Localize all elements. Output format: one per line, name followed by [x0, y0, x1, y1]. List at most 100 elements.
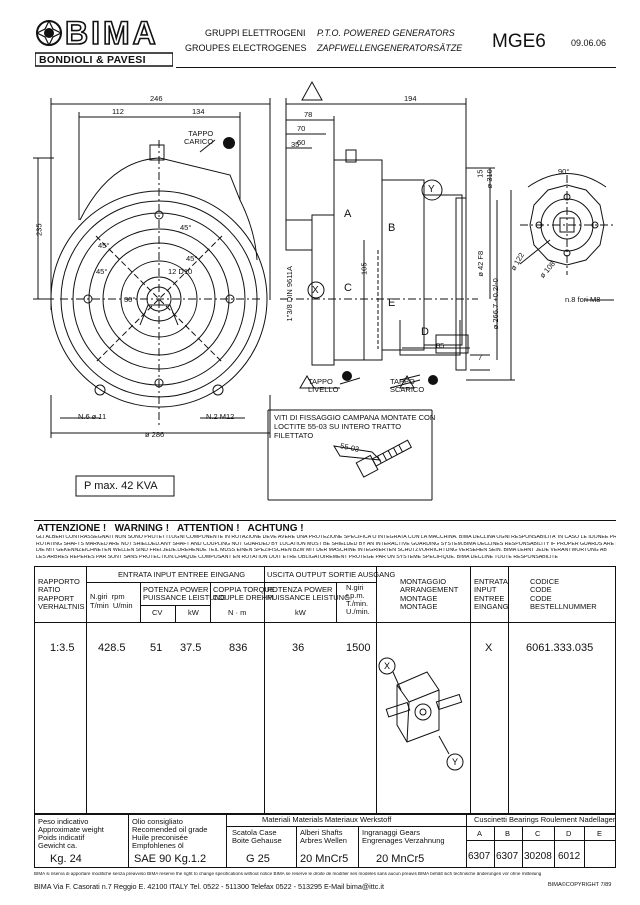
- label-d: D: [421, 326, 429, 338]
- warning-line-en: ROTATING SHAFTS MARKED ARE NOT SHIELDED.…: [36, 541, 616, 547]
- bearing-d: 6012: [558, 851, 581, 862]
- col-rule: [128, 814, 129, 868]
- dim-70: 70: [297, 124, 306, 133]
- hdr-kw: kW: [188, 608, 199, 617]
- case-value: G 25: [246, 853, 270, 865]
- sketch-y: Y: [452, 757, 458, 767]
- label-y: Y: [428, 184, 435, 195]
- hdr-uscita-group: USCITA OUTPUT SORTIE AUSGANG: [267, 570, 396, 579]
- cell-cv: 51: [150, 642, 163, 654]
- dim-n6: N.6 ø 11: [78, 412, 107, 421]
- bearing-c: 30208: [524, 851, 552, 862]
- oil-value: SAE 90 Kg.1.2: [134, 853, 207, 865]
- bearing-a: 6307: [468, 851, 491, 862]
- label-e: E: [388, 297, 396, 309]
- bearing-head-d: D: [566, 829, 572, 838]
- col-rule: [508, 566, 509, 814]
- arrangement-sketch: X Y: [378, 657, 464, 771]
- spec-table: [34, 566, 616, 814]
- thread-spec: 1"3/8 DIN 9611A: [284, 266, 294, 322]
- side-view: [280, 149, 478, 385]
- materials-header: Materiali Materials Materiaux Werkstoff: [262, 815, 392, 824]
- company-address: BIMA Via F. Casorati n.7 Reggio E. 42100…: [34, 882, 384, 891]
- oil-label: Olio consigliato Recomended oil grade Hu…: [132, 817, 208, 851]
- hdr-kw-out: kW: [295, 608, 306, 617]
- label-b: B: [388, 222, 396, 234]
- shafts-value: 20 MnCr5: [300, 853, 349, 865]
- hdr-rpm-out: N.giri r.p.m. T./min. U./min.: [346, 583, 370, 616]
- model-code: MGE6: [492, 31, 546, 52]
- sub-rule: [86, 582, 264, 583]
- hdr-montaggio: MONTAGGIO ARRANGEMENT MONTAGE MONTAGE: [400, 577, 459, 611]
- col-rule: [336, 582, 337, 622]
- dim-134: 134: [192, 107, 205, 116]
- shafts-label: Alberi Shafts Arbres Wellen: [300, 828, 347, 846]
- col-rule: [358, 826, 359, 868]
- cell-input: X: [485, 642, 493, 654]
- col-rule: [584, 826, 585, 868]
- drawing-date: 09.06.06: [571, 38, 607, 48]
- cell-rpm-out: 1500: [346, 642, 371, 654]
- flange-view: [519, 173, 615, 301]
- case-label: Scatola Case Boite Gehause: [232, 828, 282, 846]
- label-tappo-scarico: TAPPO SCARICO: [390, 377, 425, 394]
- spec-header-rule: [34, 622, 616, 623]
- col-rule: [554, 826, 555, 868]
- col-rule: [296, 826, 297, 868]
- col-rule: [140, 582, 141, 622]
- col-rule: [175, 605, 176, 622]
- dim-35: 35: [291, 140, 300, 149]
- label-tappo-livello: TAPPO LIVELLO: [308, 377, 339, 394]
- hdr-power-out: POTENZA POWER PUISSANCE LEISTUNG: [267, 585, 350, 603]
- front-view: [50, 140, 268, 425]
- bearing-head-b: B: [505, 829, 511, 838]
- cell-ratio: 1:3.5: [50, 642, 75, 654]
- sketch-x: X: [384, 661, 390, 671]
- warning-rule: [34, 520, 616, 521]
- col-rule: [210, 582, 211, 622]
- dim-286: ø 286: [145, 430, 165, 439]
- warning-line-de: DIE MIT GEKENNZEICHNETEN WELLEN SIND FRE…: [36, 548, 607, 554]
- col-rule: [226, 814, 227, 868]
- hdr-rpm-in: N.giri rpm T/min U/min: [90, 592, 133, 610]
- label-c: C: [344, 282, 352, 294]
- dim-45a: 45°: [98, 241, 110, 250]
- header-rule: [176, 67, 616, 68]
- dim-60: 60: [297, 138, 306, 147]
- dim-15: 15: [475, 169, 485, 178]
- dim-235: 235: [34, 223, 44, 237]
- warning-line-it: GLI ALBERI CONTRASSEGNATI NON SONO PROTE…: [36, 535, 616, 540]
- technical-drawing: [33, 80, 615, 501]
- sub-rule: [264, 582, 376, 583]
- bearing-head-a: A: [477, 829, 483, 838]
- cell-kw: 37.5: [180, 642, 202, 654]
- bearing-head-e: E: [597, 829, 603, 838]
- bearing-head-c: C: [535, 829, 541, 838]
- cell-code: 6061.333.035: [526, 642, 594, 654]
- bima-logo: BIMA BONDIOLI & PAVESI: [34, 15, 174, 67]
- cell-kw-out: 36: [292, 642, 305, 654]
- sub-rule: [466, 840, 616, 841]
- col-rule: [466, 814, 467, 868]
- gears-value: 20 MnCr5: [376, 853, 425, 865]
- cell-rpm-in: 428.5: [98, 642, 126, 654]
- dim-45b: 45°: [180, 223, 192, 232]
- title-en: P.T.O. POWERED GENERATORS: [317, 28, 455, 38]
- dim-85: 85: [436, 341, 445, 350]
- bearings-header: Cuscinetti Bearings Roulement Nadellager: [474, 815, 616, 824]
- dim-246: 246: [150, 94, 163, 103]
- spec-strip: [34, 814, 616, 868]
- side-dimensions: [285, 98, 515, 381]
- hdr-rapporto: RAPPORTO RATIO RAPPORT VERHALTNIS: [38, 577, 85, 611]
- hdr-nm: N · m: [228, 608, 247, 617]
- weight-label: Peso indicativo Approximate weight Poids…: [38, 817, 104, 851]
- front-dimensions: [33, 98, 271, 438]
- title-de: ZAPFWELLENGENERATORSÄTZE: [317, 43, 463, 53]
- copyright: BIMA©COPYRIGHT 7/89: [548, 882, 612, 888]
- dim-112: 112: [112, 107, 124, 116]
- hdr-torque: COPPIA TORQUE COUPLE DREHM.: [213, 585, 276, 603]
- title-fr: GROUPES ELECTROGENES: [185, 43, 307, 53]
- dim-n2: N.2 M12: [206, 412, 235, 421]
- dim-holes: n.8 fori M8: [565, 295, 601, 304]
- col-rule: [522, 826, 523, 868]
